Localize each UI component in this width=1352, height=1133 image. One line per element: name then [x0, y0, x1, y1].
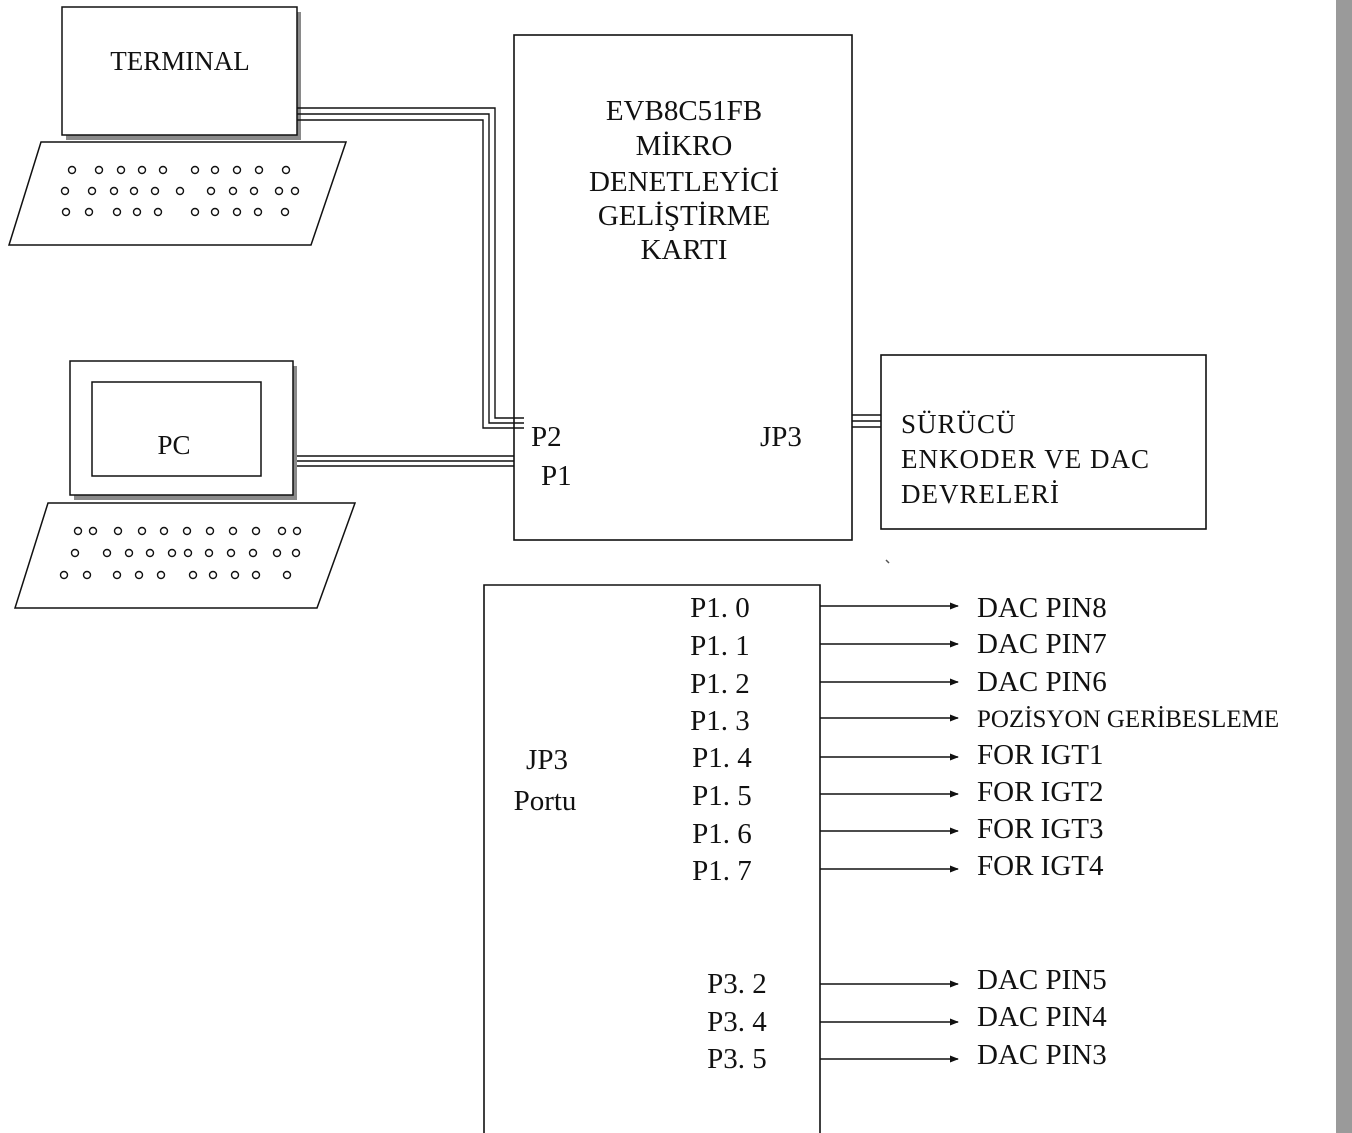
scan-edge-shadow — [1336, 0, 1352, 1133]
pin-target: DAC PIN4 — [977, 1001, 1107, 1033]
pin-target: POZİSYON GERİBESLEME — [977, 706, 1279, 733]
pin-row: P1. 7 FOR IGT4 — [692, 850, 1104, 887]
pin-target: DAC PIN5 — [977, 964, 1107, 996]
driver-line-1: SÜRÜCÜ — [901, 409, 1017, 439]
pin-row: P1. 2 DAC PIN6 — [690, 666, 1107, 700]
terminal-label: TERMINAL — [110, 46, 249, 76]
pin-target: DAC PIN6 — [977, 666, 1107, 698]
pin-label: P1. 3 — [690, 705, 750, 737]
pin-row: P1. 4 FOR IGT1 — [692, 739, 1103, 774]
pin-target: DAC PIN8 — [977, 592, 1107, 624]
board-title-line-1: EVB8C51FB — [606, 95, 762, 127]
dev-board: EVB8C51FB MİKRO DENETLEYİCİ GELİŞTİRME K… — [514, 35, 852, 540]
pin-target: FOR IGT3 — [977, 813, 1103, 845]
pin-label: P3. 5 — [707, 1043, 767, 1075]
pc-screen — [92, 382, 261, 476]
pin-row: P3. 5 DAC PIN3 — [707, 1039, 1107, 1075]
pc-label: PC — [157, 430, 190, 460]
pin-target: FOR IGT1 — [977, 739, 1103, 771]
pin-row: P1. 0 DAC PIN8 — [690, 592, 1107, 624]
pin-row: P3. 2 DAC PIN5 — [707, 964, 1107, 1000]
pin-row: P1. 6 FOR IGT3 — [692, 813, 1103, 850]
board-title-line-5: KARTI — [641, 234, 728, 266]
board-title-line-2: MİKRO — [636, 130, 733, 162]
pc-device: PC — [15, 361, 355, 608]
pin-target: FOR IGT2 — [977, 776, 1103, 808]
jp3-title-line-2: Portu — [514, 785, 577, 817]
pin-row: P1. 3 POZİSYON GERİBESLEME — [690, 705, 1279, 737]
pc-cable — [297, 456, 514, 466]
driver-circuits: SÜRÜCÜ ENKODER VE DAC DEVRELERİ — [881, 355, 1206, 529]
terminal-device: TERMINAL — [9, 7, 346, 245]
pin-label: P1. 0 — [690, 592, 750, 624]
scan-speck — [886, 560, 889, 563]
pin-label: P1. 7 — [692, 855, 752, 887]
pin-target: DAC PIN7 — [977, 628, 1107, 660]
driver-cable — [852, 415, 881, 427]
port-jp3-label: JP3 — [760, 421, 802, 453]
pin-label: P3. 2 — [707, 968, 767, 1000]
board-title-line-3: DENETLEYİCİ — [589, 166, 779, 198]
port-p1-label: P1 — [541, 460, 572, 492]
jp3-port-box — [484, 585, 820, 1133]
driver-line-3: DEVRELERİ — [901, 479, 1060, 509]
board-title-line-4: GELİŞTİRME — [598, 200, 770, 232]
driver-line-2: ENKODER VE DAC — [901, 444, 1150, 474]
pin-label: P1. 4 — [692, 742, 752, 774]
pin-label: P1. 1 — [690, 630, 750, 662]
pin-label: P1. 6 — [692, 818, 752, 850]
pin-row: P3. 4 DAC PIN4 — [707, 1001, 1107, 1038]
pin-label: P1. 5 — [692, 780, 752, 812]
pin-target: DAC PIN3 — [977, 1039, 1107, 1071]
pin-row: P1. 1 DAC PIN7 — [690, 628, 1107, 662]
port-p2-label: P2 — [531, 421, 562, 453]
pin-row: P1. 5 FOR IGT2 — [692, 776, 1103, 812]
pin-target: FOR IGT4 — [977, 850, 1104, 882]
jp3-port-block: JP3 Portu P1. 0 DAC PIN8 P1. 1 DAC PIN7 … — [484, 585, 1279, 1133]
pin-label: P3. 4 — [707, 1006, 767, 1038]
pin-label: P1. 2 — [690, 668, 750, 700]
jp3-title-line-1: JP3 — [526, 744, 568, 776]
